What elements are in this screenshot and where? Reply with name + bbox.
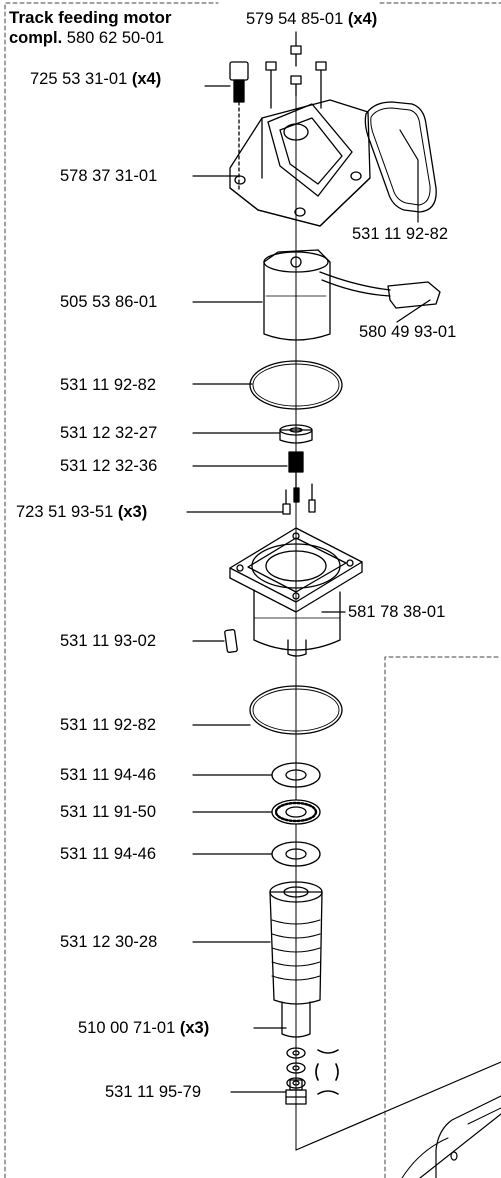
part-label: 531 12 32-36 — [60, 457, 157, 475]
o-ring-icon — [249, 360, 343, 410]
part-number: 531 11 94-46 — [60, 766, 157, 784]
o-ring-icon — [249, 685, 343, 735]
part-number: 531 11 91-50 — [60, 803, 157, 821]
part-label: 531 11 92-82 — [60, 376, 156, 394]
part-number: 531 11 94-46 — [60, 845, 157, 863]
part-number: 531 11 92-82 — [60, 716, 157, 734]
part-number: 581 78 38-01 — [348, 603, 446, 621]
part-label: 578 37 31-01 — [60, 167, 157, 185]
part-number: 531 12 32-36 — [60, 457, 158, 475]
part-number: 579 54 85-01 — [246, 10, 344, 28]
part-label: 579 54 85-01 (x4) — [246, 10, 377, 28]
motor-icon — [263, 249, 331, 341]
part-label: 505 53 86-01 — [60, 293, 157, 311]
shaft-assembly-icon — [269, 881, 323, 1038]
part-number: 578 37 31-01 — [60, 167, 158, 185]
gear-housing-icon — [229, 527, 363, 657]
part-label: 531 12 32-27 — [60, 424, 157, 442]
part-qty: (x4) — [347, 10, 378, 28]
screws-x3-icon — [282, 483, 316, 515]
part-number: 580 49 93-01 — [359, 323, 457, 341]
long-bolt-icon — [229, 61, 249, 191]
part-label: 531 11 92-82 — [60, 716, 156, 734]
seal-gasket-icon — [364, 101, 437, 213]
dashed-frame — [4, 2, 501, 1178]
part-label: 581 78 38-01 — [348, 603, 445, 621]
part-number: 510 00 71-01 — [78, 1019, 176, 1037]
leader-lines — [186, 31, 431, 1093]
part-label: 723 51 93-51 (x3) — [16, 503, 147, 521]
washer-icon — [271, 762, 321, 788]
part-label: 531 11 93-02 — [60, 632, 156, 650]
washer-icon — [271, 841, 321, 867]
part-label: 725 53 31-01 (x4) — [30, 70, 161, 88]
part-number: 531 11 95-79 — [105, 1083, 202, 1101]
part-label: 531 11 92-82 — [352, 225, 448, 243]
pinion-gear-icon — [288, 451, 304, 489]
assembly-prefix: compl. — [9, 29, 63, 47]
key-pin-icon — [224, 629, 238, 653]
part-number: 531 12 32-27 — [60, 424, 158, 442]
part-qty: (x3) — [117, 503, 148, 521]
part-label: 531 11 91-50 — [60, 803, 156, 821]
part-number: 531 12 30-28 — [60, 933, 158, 951]
bottom-screw-icon — [285, 1079, 307, 1105]
part-number: 531 11 92-82 — [352, 225, 449, 243]
top-screws-icon — [265, 45, 327, 109]
part-number: 723 51 93-51 — [16, 503, 114, 521]
cable-connector-icon — [319, 271, 441, 309]
part-label: 531 11 94-46 — [60, 845, 156, 863]
top-cover-icon — [229, 99, 371, 227]
retaining-clips-icon — [315, 1049, 339, 1095]
part-label: 580 49 93-01 — [359, 323, 456, 341]
bushing-icon — [279, 424, 313, 444]
part-number: 725 53 31-01 — [30, 70, 128, 88]
part-label: 531 11 94-46 — [60, 766, 156, 784]
part-label: 510 00 71-01 (x3) — [78, 1019, 209, 1037]
part-label: 531 12 30-28 — [60, 933, 157, 951]
assembly-part-number: compl. 580 62 50-01 — [9, 29, 164, 47]
lock-washer-icon — [271, 799, 321, 825]
part-number: 531 11 92-82 — [60, 376, 157, 394]
part-label: 531 11 95-79 — [105, 1083, 201, 1101]
assembly-number: 580 62 50-01 — [66, 29, 165, 47]
inset-detail-icon — [295, 1061, 501, 1178]
part-number: 505 53 86-01 — [60, 293, 158, 311]
part-qty: (x3) — [179, 1019, 210, 1037]
part-qty: (x4) — [131, 70, 162, 88]
small-nuts-icon — [286, 1047, 306, 1089]
diagram-title: Track feeding motor — [9, 8, 172, 27]
part-number: 531 11 93-02 — [60, 632, 157, 650]
